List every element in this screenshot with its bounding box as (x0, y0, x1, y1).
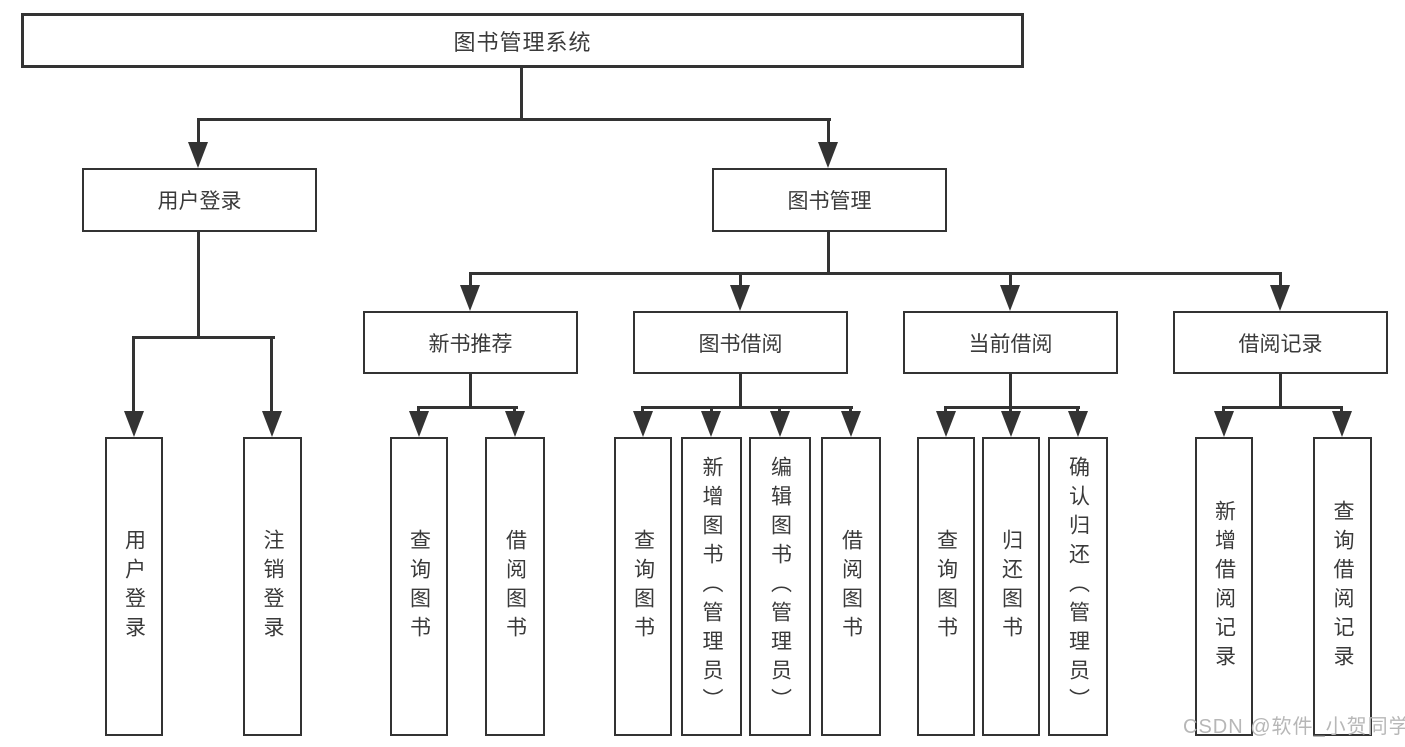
leaf-query-books-recommend: 查询图书 (390, 437, 448, 736)
node-book-borrowing: 图书借阅 (633, 311, 848, 374)
leaf-query-books-current: 查询图书 (917, 437, 975, 736)
watermark: CSDN @软件_小贺同学 (1183, 716, 1405, 738)
connector-line (1222, 406, 1343, 409)
leaf-confirm-return-admin: 确认归还（管理员） (1048, 437, 1108, 736)
node-label: 借阅记录 (1238, 332, 1323, 356)
connector-line (739, 374, 742, 409)
arrowhead-down-icon (936, 411, 956, 437)
arrowhead-down-icon (1214, 411, 1234, 437)
connector-line (1009, 374, 1012, 409)
connector-line (270, 336, 273, 416)
arrowhead-down-icon (1270, 285, 1290, 311)
arrowhead-down-icon (1068, 411, 1088, 437)
node-label: 注销登录 (261, 528, 284, 645)
arrowhead-down-icon (409, 411, 429, 437)
node-label: 归还图书 (999, 528, 1023, 645)
leaf-edit-books-admin: 编辑图书（管理员） (749, 437, 811, 736)
leaf-query-books-borrowing: 查询图书 (614, 437, 672, 736)
connector-line (132, 336, 135, 416)
node-label: 新书推荐 (428, 332, 513, 356)
connector-line (197, 118, 200, 148)
node-book-management: 图书管理 (712, 168, 947, 232)
node-label: 新增借阅记录 (1212, 499, 1236, 674)
leaf-logout: 注销登录 (243, 437, 302, 736)
node-label: 借阅图书 (839, 528, 863, 645)
arrowhead-down-icon (460, 285, 480, 311)
leaf-borrow-books-recommend: 借阅图书 (485, 437, 545, 736)
leaf-borrow-books: 借阅图书 (821, 437, 881, 736)
leaf-query-borrow-record: 查询借阅记录 (1313, 437, 1372, 736)
connector-line (520, 68, 523, 120)
arrowhead-down-icon (505, 411, 525, 437)
connector-line (1279, 272, 1282, 290)
arrowhead-down-icon (188, 142, 208, 168)
node-current-borrowing: 当前借阅 (903, 311, 1118, 374)
arrowhead-down-icon (1000, 285, 1020, 311)
node-label: 图书管理 (787, 190, 872, 213)
node-label: 查询借阅记录 (1331, 499, 1354, 674)
arrowhead-down-icon (633, 411, 653, 437)
node-label: 查询图书 (631, 528, 655, 645)
arrowhead-down-icon (262, 411, 282, 437)
node-label: 新增图书（管理员） (700, 456, 723, 717)
leaf-add-borrow-record: 新增借阅记录 (1195, 437, 1253, 736)
connector-line (827, 232, 830, 275)
node-label: 用户登录 (157, 190, 242, 213)
node-label: 图书借阅 (698, 332, 783, 356)
connector-line (417, 406, 518, 409)
connector-line (469, 272, 1282, 275)
node-borrowing-records: 借阅记录 (1173, 311, 1388, 374)
connector-line (1279, 374, 1282, 409)
connector-line (641, 406, 853, 409)
node-label: 查询图书 (934, 528, 958, 645)
arrowhead-down-icon (818, 142, 838, 168)
connector-line (197, 232, 200, 339)
node-label: 编辑图书（管理员） (768, 456, 792, 717)
connector-line (1009, 272, 1012, 290)
node-label: 查询图书 (407, 528, 431, 645)
node-label: 确认归还（管理员） (1066, 456, 1090, 717)
node-label: 借阅图书 (503, 528, 527, 645)
arrowhead-down-icon (841, 411, 861, 437)
connector-line (469, 272, 472, 290)
leaf-return-books: 归还图书 (982, 437, 1040, 736)
node-label: 图书管理系统 (453, 29, 592, 55)
arrowhead-down-icon (770, 411, 790, 437)
node-user-login: 用户登录 (82, 168, 317, 232)
connector-line (827, 118, 830, 148)
arrowhead-down-icon (1001, 411, 1021, 437)
connector-line (197, 118, 831, 121)
connector-line (944, 406, 1080, 409)
node-new-book-recommend: 新书推荐 (363, 311, 578, 374)
arrowhead-down-icon (124, 411, 144, 437)
arrowhead-down-icon (730, 285, 750, 311)
node-label: 当前借阅 (968, 332, 1053, 356)
connector-line (132, 336, 275, 339)
connector-line (469, 374, 472, 409)
leaf-add-books-admin: 新增图书（管理员） (681, 437, 742, 736)
arrowhead-down-icon (701, 411, 721, 437)
node-label: 用户登录 (122, 528, 146, 645)
node-library-system: 图书管理系统 (21, 13, 1024, 68)
connector-line (739, 272, 742, 290)
arrowhead-down-icon (1332, 411, 1352, 437)
leaf-user-login: 用户登录 (105, 437, 163, 736)
